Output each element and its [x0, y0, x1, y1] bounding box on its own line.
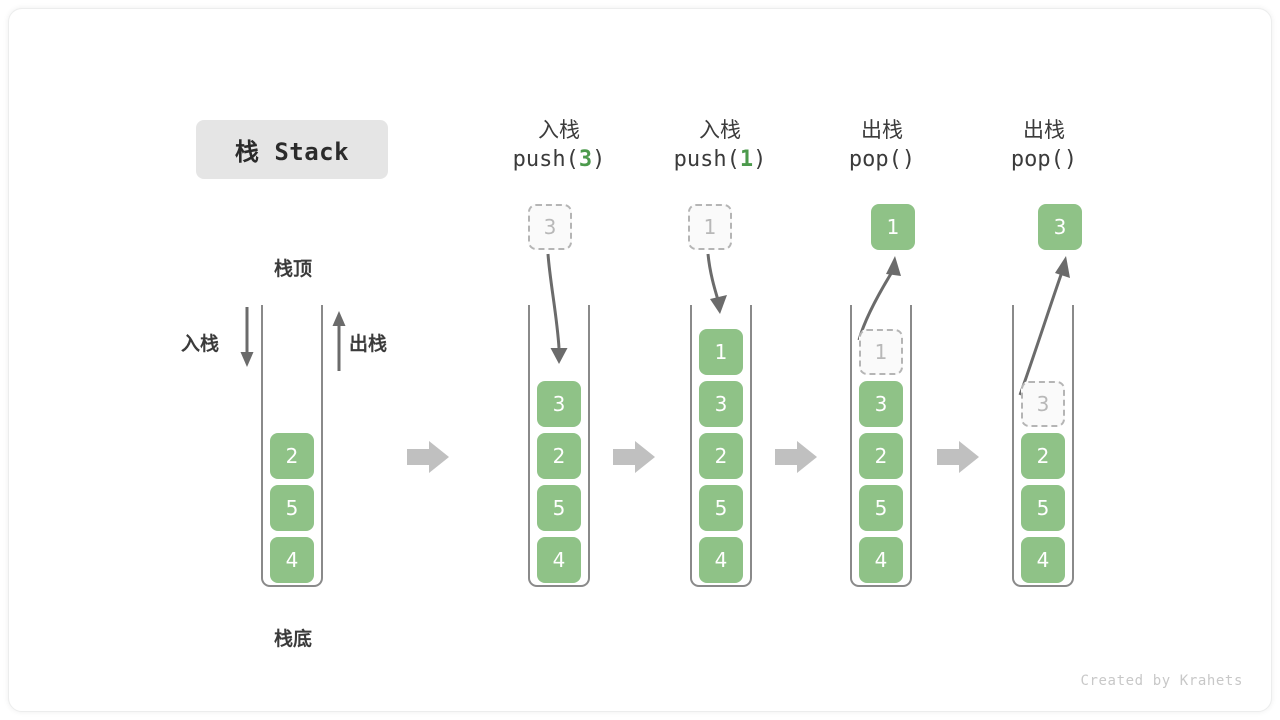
step-header: 出栈 pop() [792, 117, 972, 177]
overview-stack-container: 2 5 4 [261, 305, 323, 587]
step-title-cn: 出栈 [1023, 118, 1065, 142]
stack-cell: 1 [859, 329, 903, 375]
step-header: 入栈 push(1) [630, 117, 810, 177]
overview-stack-cells: 2 5 4 [263, 433, 321, 583]
stack-cell: 4 [270, 537, 314, 583]
step-stack-container: 3 2 5 4 [1012, 305, 1074, 587]
stack-cell: 4 [699, 537, 743, 583]
code-prefix: pop( [848, 147, 902, 172]
step-stack-cells: 3 2 5 4 [1014, 381, 1072, 583]
flow-arrow-icon [775, 441, 817, 473]
stack-cell: 2 [270, 433, 314, 479]
stack-cell: 5 [859, 485, 903, 531]
push-motion-arrow-icon [706, 253, 727, 314]
stack-cell: 5 [537, 485, 581, 531]
code-suffix: ) [753, 147, 767, 172]
stack-cell: 4 [537, 537, 581, 583]
step-title-code: pop() [954, 143, 1134, 177]
stack-cell: 5 [270, 485, 314, 531]
overview-push-label: 入栈 [181, 333, 220, 355]
step-stack-container: 1 3 2 5 4 [850, 305, 912, 587]
overview-pop-label: 出栈 [349, 333, 388, 355]
stack-bottom-label: 栈底 [273, 628, 312, 650]
step-stack-cells: 3 2 5 4 [530, 381, 588, 583]
step-stack-container: 3 2 5 4 [528, 305, 590, 587]
diagram-card: 栈 Stack 栈顶 栈底 入栈 出栈 2 5 4 入栈 push(3) [8, 8, 1272, 712]
step-stack-container: 1 3 2 5 4 [690, 305, 752, 587]
floating-element: 1 [871, 204, 915, 250]
flow-arrow-icon [613, 441, 655, 473]
step-stack-cells: 1 3 2 5 4 [692, 329, 750, 583]
stack-cell: 3 [537, 381, 581, 427]
stack-cell: 5 [1021, 485, 1065, 531]
push-motion-arrow-icon [546, 253, 568, 364]
stack-cell: 2 [699, 433, 743, 479]
stack-cell: 4 [1021, 537, 1065, 583]
stack-cell: 5 [699, 485, 743, 531]
title-chip: 栈 Stack [196, 120, 388, 179]
code-suffix: ) [1063, 147, 1078, 172]
step-title-cn: 入栈 [699, 118, 741, 142]
floating-element: 3 [1038, 204, 1082, 250]
push-direction-arrow-icon [240, 307, 254, 367]
stack-top-label: 栈顶 [273, 258, 312, 280]
step-title-code: push(3) [469, 143, 649, 177]
code-prefix: pop( [1010, 147, 1064, 172]
step-title-code: pop() [792, 143, 972, 177]
step-header: 入栈 push(3) [469, 117, 649, 177]
stack-cell: 1 [699, 329, 743, 375]
stack-cell: 3 [1021, 381, 1065, 427]
stack-cell: 3 [859, 381, 903, 427]
stack-cell: 3 [699, 381, 743, 427]
code-prefix: push( [512, 147, 579, 172]
step-title-cn: 入栈 [538, 118, 580, 142]
code-value: 1 [739, 147, 754, 172]
pop-direction-arrow-icon [332, 311, 346, 371]
step-stack-cells: 1 3 2 5 4 [852, 329, 910, 583]
flow-arrow-icon [937, 441, 979, 473]
footer-credit: Created by Krahets [1080, 673, 1243, 689]
step-title-cn: 出栈 [861, 118, 903, 142]
code-value: 3 [578, 147, 593, 172]
step-title-code: push(1) [630, 143, 810, 177]
code-suffix: ) [592, 147, 606, 172]
stack-cell: 4 [859, 537, 903, 583]
floating-element: 3 [528, 204, 572, 250]
flow-arrow-icon [407, 441, 449, 473]
title-chip-label: 栈 Stack [234, 138, 350, 166]
step-header: 出栈 pop() [954, 117, 1134, 177]
stack-cell: 2 [859, 433, 903, 479]
floating-element: 1 [688, 204, 732, 250]
stack-cell: 2 [1021, 433, 1065, 479]
stack-cell: 2 [537, 433, 581, 479]
code-prefix: push( [673, 147, 740, 172]
code-suffix: ) [901, 147, 916, 172]
